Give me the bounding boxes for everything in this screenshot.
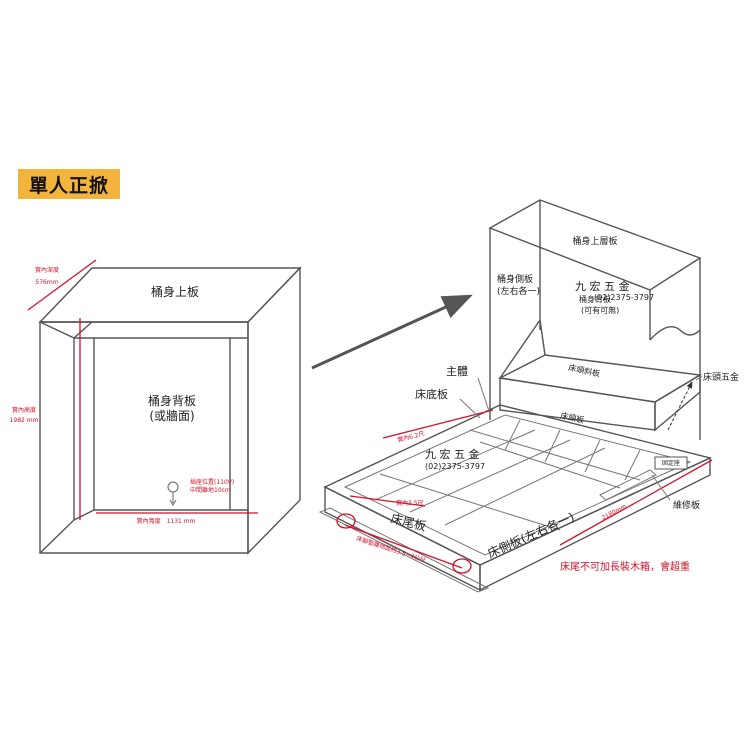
- head-hardware-label: 床頭五金: [703, 371, 739, 383]
- fixed-seat-box: [654, 456, 688, 470]
- bed-base-label: 床底板: [415, 387, 448, 401]
- inner-width-dimension: [349, 495, 426, 507]
- overweight-warning: 床尾不可加長裝木箱，會超重: [560, 560, 690, 573]
- repair-board-label: 維修板: [673, 499, 700, 511]
- foot-clearance-dimension: [344, 524, 463, 569]
- bed-back-board-note: (可有可無): [581, 305, 619, 315]
- cabinet-left-inner: [39, 321, 93, 554]
- socket-icon: [167, 481, 179, 506]
- inner-length-dimension: [382, 409, 494, 439]
- headboard-slope-label: 床頭斜板: [568, 362, 601, 378]
- bed-side-rail: [479, 456, 711, 592]
- foot-pad-circle-right: [452, 558, 472, 574]
- inner-depth-value: 576mm: [35, 279, 58, 286]
- page-title: 單人正掀: [18, 169, 120, 199]
- brand-name-2: 九 宏 五 金: [425, 447, 480, 461]
- cabinet-right-side: [247, 266, 301, 555]
- bed-back-board-label: 桶身背板: [579, 294, 611, 304]
- headboard-label: 床頭板: [560, 410, 586, 425]
- inner-depth-label: 實內深度: [35, 266, 59, 274]
- bed-length-dimension: [559, 459, 713, 546]
- headboard-slope-board: [497, 354, 703, 403]
- cabinet-back-board-note: (或牆面): [149, 408, 194, 423]
- cabinet-drawing: [27, 259, 302, 555]
- cabinet-back-board-label: 桶身背板: [148, 393, 196, 408]
- transition-arrow-icon: [311, 294, 473, 370]
- foot-board-label: 床尾板: [389, 511, 427, 533]
- inner-height-label: 實內高度: [12, 406, 36, 414]
- socket-position-label: 插座位置(110V): [190, 478, 234, 486]
- foot-pad-circle-left: [336, 513, 356, 529]
- socket-height-label: 中間離地10cm: [190, 486, 231, 494]
- bed-side-board-label: 桶身側板: [497, 273, 533, 285]
- brand-name: 九 宏 五 金: [575, 279, 630, 293]
- fixed-seat-label: 固定座: [662, 459, 680, 467]
- brand-phone: (02)2375-3797: [594, 293, 654, 302]
- bed-side-board-note: (左右各一): [497, 285, 540, 297]
- bed-drawing: [318, 199, 713, 593]
- main-body-label: 主體: [446, 365, 468, 378]
- inner-width-label: 實內寬度 1131 mm: [137, 517, 196, 525]
- depth-dimension-line: [27, 259, 97, 311]
- inner-width-bed-label: 實內3.5尺: [396, 499, 424, 507]
- side-rail-label: 床側板(左右各一): [485, 509, 576, 561]
- inner-height-value: 1982 mm: [10, 417, 39, 424]
- brand-phone-2: (02)2375-3797: [425, 462, 485, 471]
- bed-top-board-label: 桶身上層板: [572, 235, 617, 247]
- bed-length-label: 2180mm: [601, 503, 628, 522]
- cabinet-top-board-label: 桶身上板: [151, 284, 199, 299]
